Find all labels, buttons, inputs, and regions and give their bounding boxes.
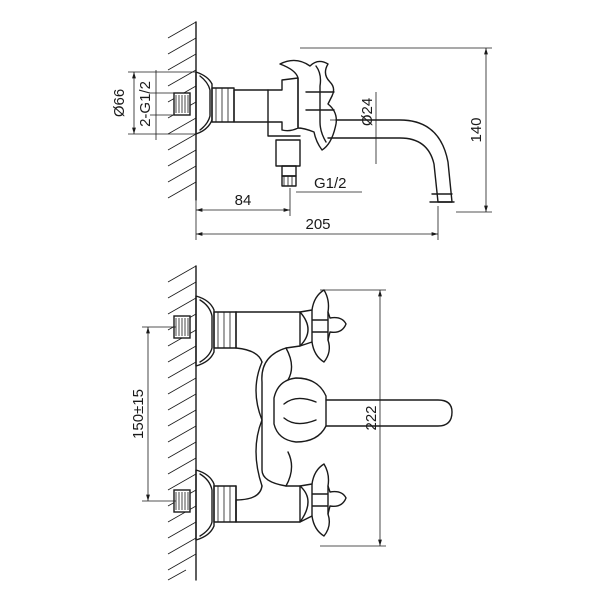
dim-diameter-66: Ø66 bbox=[111, 89, 128, 117]
spout-side bbox=[327, 119, 453, 203]
diverter-handle[interactable] bbox=[273, 377, 327, 443]
front-view-dimensions: 150±15 222 bbox=[130, 289, 386, 547]
handle-hot[interactable] bbox=[299, 289, 347, 363]
front-view bbox=[167, 265, 453, 581]
valve-body-front bbox=[235, 311, 309, 523]
handle-cold[interactable] bbox=[299, 463, 347, 537]
dim-spacing-150: 150±15 bbox=[130, 389, 147, 439]
dim-thread-g12: G1/2 bbox=[314, 175, 347, 192]
dim-depth-205: 205 bbox=[305, 216, 330, 233]
dim-thread-2-g12: 2-G1/2 bbox=[137, 81, 154, 127]
wall-hatch-bottom bbox=[167, 265, 197, 581]
side-view-dimensions: Ø66 2-G1/2 Ø24 140 G1/2 84 205 bbox=[111, 47, 492, 240]
dim-diameter-24: Ø24 bbox=[359, 98, 376, 126]
handle-side[interactable] bbox=[279, 59, 338, 151]
valve-body-side bbox=[233, 77, 299, 132]
side-view bbox=[167, 21, 455, 203]
dim-height-140: 140 bbox=[468, 117, 485, 142]
dim-depth-84: 84 bbox=[235, 192, 252, 209]
dim-height-222: 222 bbox=[363, 405, 380, 430]
spout-front bbox=[325, 399, 453, 427]
